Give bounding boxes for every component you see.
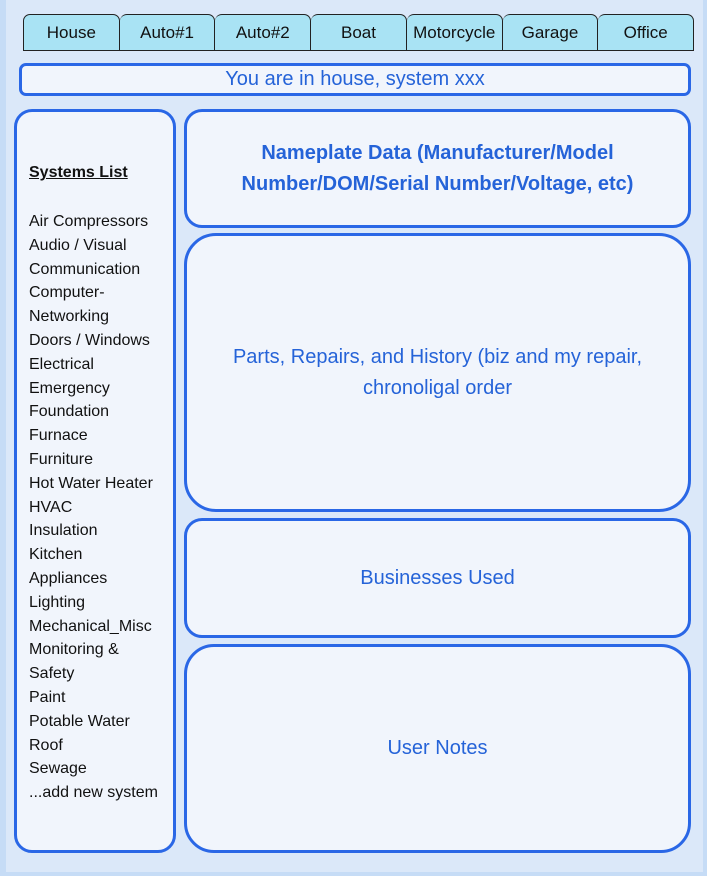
tab-motorcycle[interactable]: Motorcycle <box>406 14 503 51</box>
system-item-communication[interactable]: Communication <box>29 260 141 278</box>
systems-list-title: Systems List <box>29 164 128 181</box>
system-item-electrical[interactable]: Electrical <box>29 355 94 373</box>
tab-auto-1[interactable]: Auto#1 <box>119 14 216 51</box>
businesses-used-label: Businesses Used <box>360 566 515 589</box>
system-item-sewage[interactable]: Sewage <box>29 760 87 778</box>
systems-list-panel: Systems List Air Compressors Audio / Vis… <box>14 109 176 853</box>
system-item-paint[interactable]: Paint <box>29 688 66 706</box>
system-item-insulation[interactable]: Insulation <box>29 522 98 540</box>
system-item-air-compressors[interactable]: Air Compressors <box>29 213 149 230</box>
nameplate-data-label: Nameplate Data (Manufacturer/Model Numbe… <box>241 141 634 195</box>
system-item-kitchen[interactable]: Kitchen <box>29 546 83 564</box>
tab-house[interactable]: House <box>23 14 120 51</box>
system-item-mechanical-misc[interactable]: Mechanical_Misc <box>29 617 152 635</box>
system-item-doors-windows[interactable]: Doors / Windows <box>29 331 150 349</box>
tab-bar: House Auto#1 Auto#2 Boat Motorcycle Gara… <box>23 14 695 51</box>
system-item-roof[interactable]: Roof <box>29 736 63 754</box>
tab-boat[interactable]: Boat <box>311 14 407 51</box>
system-item-hvac[interactable]: HVAC <box>29 498 73 516</box>
parts-repairs-history-panel[interactable]: Parts, Repairs, and History (biz and my … <box>184 233 691 512</box>
businesses-used-panel[interactable]: Businesses Used <box>184 518 691 638</box>
tab-auto-2[interactable]: Auto#2 <box>215 14 312 51</box>
system-item-potable-water[interactable]: Potable Water <box>29 712 130 730</box>
tab-office[interactable]: Office <box>598 14 695 51</box>
system-item-hot-water-heater[interactable]: Hot Water Heater <box>29 474 153 492</box>
user-notes-label: User Notes <box>387 737 488 759</box>
system-item-computer[interactable]: Computer- <box>29 284 105 302</box>
location-banner: You are in house, system xxx <box>19 63 691 96</box>
system-item-appliances[interactable]: Appliances <box>29 569 108 587</box>
add-new-system-link[interactable]: ...add new system <box>29 784 158 802</box>
system-item-networking[interactable]: Networking <box>29 308 110 326</box>
system-item-emergency[interactable]: Emergency <box>29 379 110 397</box>
user-notes-panel[interactable]: User Notes <box>184 644 691 853</box>
system-item-safety[interactable]: Safety <box>29 665 75 683</box>
system-item-foundation[interactable]: Foundation <box>29 403 110 421</box>
system-item-lighting[interactable]: Lighting <box>29 593 86 611</box>
nameplate-data-panel[interactable]: Nameplate Data (Manufacturer/Model Numbe… <box>184 109 691 228</box>
system-item-audio-visual[interactable]: Audio / Visual <box>29 236 127 254</box>
tab-garage[interactable]: Garage <box>502 14 599 51</box>
system-item-monitoring[interactable]: Monitoring & <box>29 641 119 659</box>
systems-list: Air Compressors Audio / Visual Communica… <box>29 210 158 805</box>
parts-repairs-history-label: Parts, Repairs, and History (biz and my … <box>232 345 643 399</box>
system-item-furnace[interactable]: Furnace <box>29 427 88 445</box>
system-item-furniture[interactable]: Furniture <box>29 450 94 468</box>
